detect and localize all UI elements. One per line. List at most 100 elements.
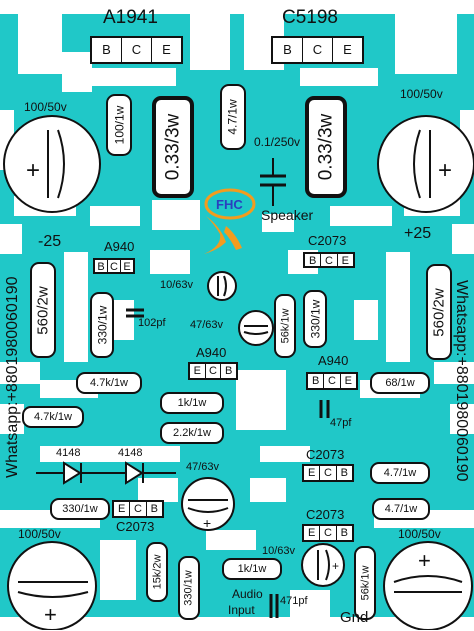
resistor-330-1w-mid: 330/1w: [303, 290, 327, 348]
resistor-56k-1w-mid: 56k/1w: [274, 294, 296, 358]
resistor-4-7-1w-right-2: 4.7/1w: [372, 498, 430, 520]
pin-b: B: [220, 364, 236, 378]
positive-rail-label: +25: [404, 225, 432, 242]
pin-b: B: [145, 502, 162, 516]
resistor-4-7-1w-top: 4.7/1w: [220, 84, 246, 150]
resistor-560-2w-left: 560/2w: [30, 262, 56, 358]
capacitor-47-63v-mid: [238, 310, 274, 346]
transistor-a1941-footprint: B C E: [90, 36, 183, 64]
svg-text:+: +: [44, 602, 57, 627]
transistor-a940-3-footprint: B C E: [306, 372, 358, 390]
transistor-c2073-3-label: C2073: [306, 447, 345, 462]
transistor-c2073-1-footprint: B C E: [303, 252, 355, 268]
pin-b: B: [335, 466, 352, 480]
transistor-a940-2-label: A940: [196, 345, 227, 360]
capacitor-47-63v-mid-label: 47/63v: [190, 319, 224, 331]
pin-c: C: [107, 260, 120, 273]
transistor-c2073-2-footprint: E C B: [112, 500, 164, 518]
transistor-c2073-3-footprint: E C B: [302, 464, 354, 482]
pin-e: E: [307, 527, 316, 539]
diode-4148-1-label: 4148: [56, 447, 81, 459]
diode-4148-2-label: 4148: [118, 447, 143, 459]
pin-e: E: [336, 254, 353, 267]
capacitor-100-50v-top-right: +: [377, 115, 474, 213]
diode-pair: [36, 461, 176, 485]
resistor-1k-1w-a: 1k/1w: [160, 392, 224, 414]
capacitor-47pf-label: 47pf: [330, 417, 352, 429]
whatsapp-label-right: Whatsapp:+8801980060190: [453, 280, 470, 482]
capacitor-102pf: [126, 308, 144, 318]
resistor-56k-1w-bottom: 56k/1w: [354, 546, 376, 620]
svg-text:+: +: [332, 559, 339, 573]
capacitor-0-1-250v: [260, 158, 286, 206]
audio-input-label-line2: Input: [228, 603, 255, 617]
capacitor-10-63v-bottom: +: [301, 543, 345, 587]
pin-b: B: [308, 255, 317, 267]
capacitor-100-50v-top-right-label: 100/50v: [400, 87, 443, 101]
capacitor-10-63v-bottom-label: 10/63v: [262, 545, 296, 557]
resistor-15k-2w: 15k/2w: [146, 542, 168, 602]
pin-e: E: [120, 260, 133, 273]
pin-c: C: [323, 374, 339, 388]
transistor-a940-1-label: A940: [104, 239, 135, 254]
capacitor-47pf: [319, 400, 330, 418]
resistor-330-1w-horizontal: 330/1w: [50, 498, 110, 520]
pin-b: B: [97, 261, 105, 273]
resistor-033-3w-left: 0.33/3w: [152, 96, 194, 198]
pin-c: C: [121, 38, 151, 62]
resistor-560-2w-right: 560/2w: [426, 264, 452, 360]
resistor-4-7k-1w-a: 4.7k/1w: [76, 372, 142, 394]
capacitor-100-50v-bottom-left: +: [7, 541, 97, 630]
ground-label: Gnd: [340, 609, 369, 626]
capacitor-102pf-label: 102pf: [138, 317, 166, 329]
pin-b: B: [335, 526, 352, 540]
resistor-2-2k-1w: 2.2k/1w: [160, 422, 224, 444]
capacitor-471pf-label: 471pf: [280, 595, 308, 607]
pin-c: C: [204, 364, 221, 378]
svg-text:+: +: [26, 157, 40, 184]
resistor-330-1w-left: 330/1w: [90, 292, 114, 358]
pin-c: C: [319, 466, 335, 480]
capacitor-100-50v-bottom-right-label: 100/50v: [398, 527, 441, 541]
capacitor-100-50v-bottom-left-label: 100/50v: [18, 527, 61, 541]
capacitor-47-63v-low: +: [181, 477, 235, 531]
negative-rail-label: -25: [38, 233, 62, 250]
resistor-100-1w: 100/1w: [106, 94, 132, 156]
pin-e: E: [117, 503, 126, 515]
pin-c: C: [319, 526, 335, 540]
svg-text:FHC: FHC: [216, 197, 243, 212]
speaker-label: Speaker: [261, 207, 314, 223]
svg-text:+: +: [438, 157, 452, 184]
resistor-4-7-1w-right-1: 4.7/1w: [370, 462, 430, 484]
pin-e: E: [332, 38, 362, 62]
svg-text:+: +: [418, 548, 431, 573]
capacitor-100-50v-top-left: +: [3, 115, 101, 213]
transistor-a940-1-footprint: B C E: [93, 258, 135, 274]
pin-b: B: [102, 42, 111, 57]
transistor-c2073-2-label: C2073: [116, 519, 155, 534]
svg-text:+: +: [203, 515, 211, 531]
resistor-68-1w: 68/1w: [370, 372, 430, 394]
capacitor-100-50v-top-left-label: 100/50v: [24, 100, 67, 114]
resistor-033-3w-right: 0.33/3w: [305, 96, 347, 198]
pin-e: E: [307, 467, 316, 479]
capacitor-47-63v-low-label: 47/63v: [186, 461, 220, 473]
pin-e: E: [151, 38, 181, 62]
transistor-a940-3-label: A940: [318, 353, 349, 368]
whatsapp-label-left: Whatsapp:+8801980060190: [4, 276, 21, 478]
audio-input-label-line1: Audio: [232, 587, 263, 601]
pin-c: C: [129, 502, 145, 516]
transistor-c2073-1-label: C2073: [308, 233, 347, 248]
transistor-c2073-4-footprint: E C B: [302, 524, 354, 542]
capacitor-100-50v-bottom-right: +: [383, 541, 473, 630]
transistor-c5198-footprint: B C E: [271, 36, 364, 64]
transistor-c2073-4-label: C2073: [306, 507, 345, 522]
transistor-a940-2-footprint: E C B: [188, 362, 238, 380]
capacitor-471pf: [269, 594, 279, 618]
pin-e: E: [193, 365, 201, 377]
capacitor-10-63v-top-label: 10/63v: [160, 279, 194, 291]
fhc-logo: FHC: [204, 188, 256, 254]
transistor-a1941-label: A1941: [103, 7, 158, 28]
resistor-4-7k-1w-b: 4.7k/1w: [22, 406, 84, 428]
